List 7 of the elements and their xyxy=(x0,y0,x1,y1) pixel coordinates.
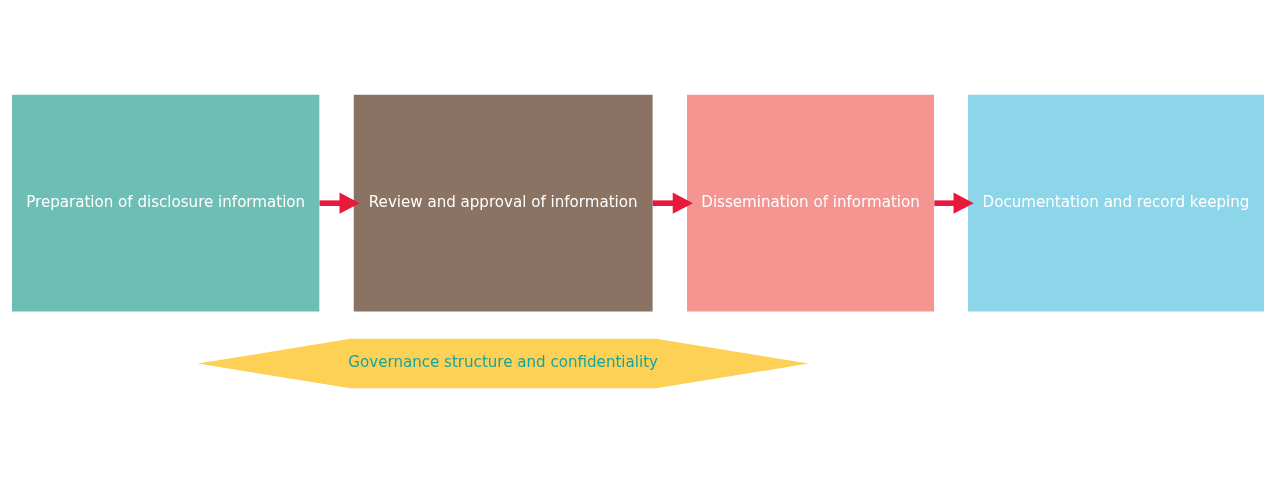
arrow xyxy=(934,192,974,214)
node-box: Documentation and record keeping xyxy=(968,94,1264,312)
node-box: Dissemination of information xyxy=(687,94,935,312)
node-box: Preparation of disclosure information xyxy=(12,94,320,312)
arrow xyxy=(652,192,693,214)
node-box: Review and approval of information xyxy=(353,94,653,312)
arrow xyxy=(319,192,360,214)
